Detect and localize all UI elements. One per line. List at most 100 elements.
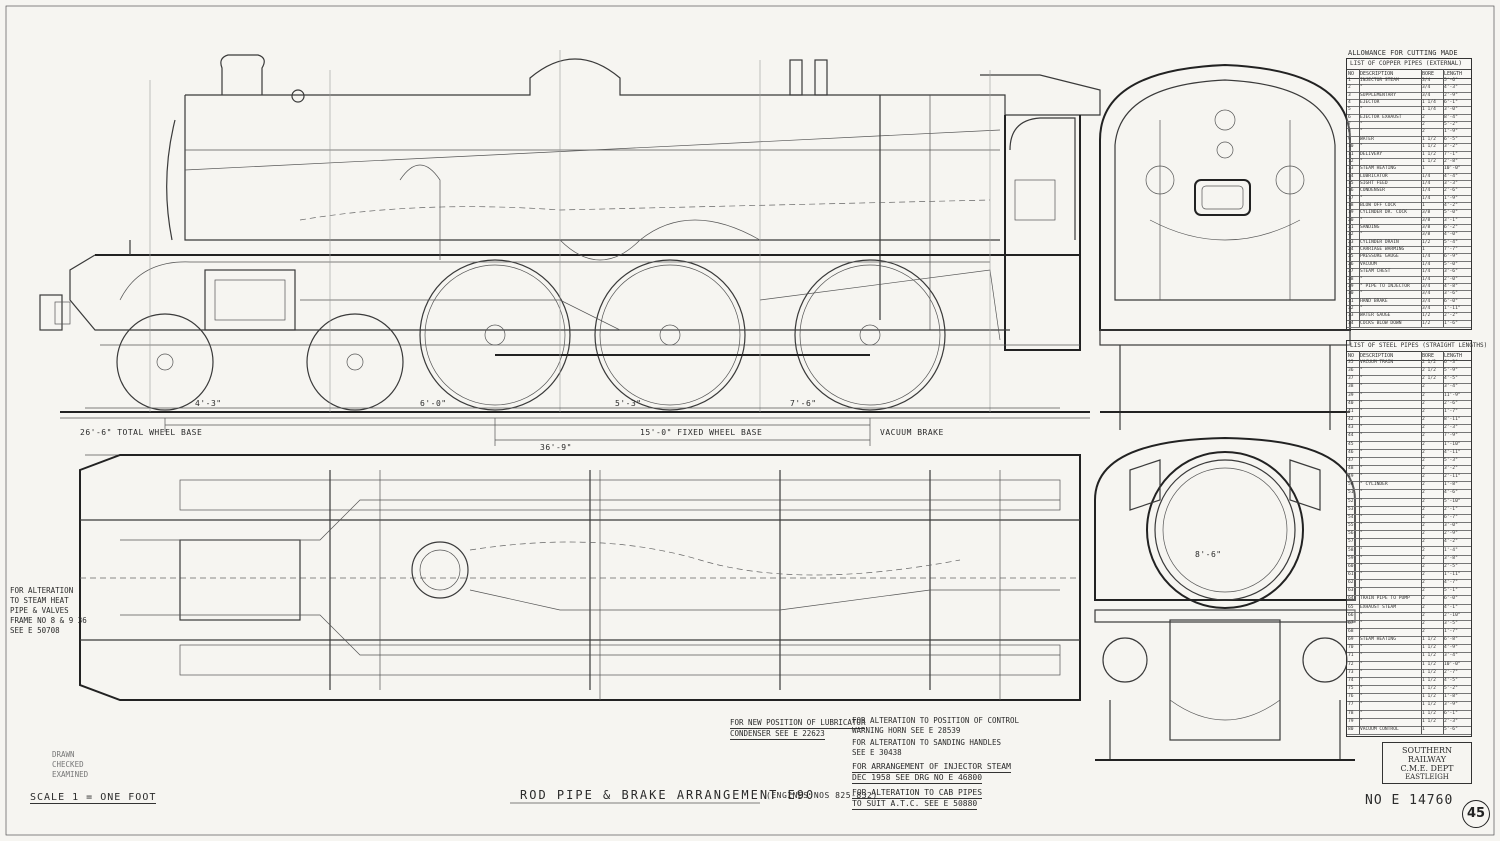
table-cell: 1 1/2 xyxy=(1422,661,1436,667)
table-cell: 35 xyxy=(1348,360,1354,365)
table-cell: 10'-0" xyxy=(1444,166,1461,172)
table-cell: 2 xyxy=(1422,571,1425,577)
table-cell: " xyxy=(1360,85,1363,91)
table-cell: 2'-1" xyxy=(1444,506,1458,512)
table-cell: 2 xyxy=(1422,620,1425,626)
table-cell: 2 1/2 xyxy=(1422,360,1436,365)
drawing-engines: (ENGINES Nos 825-832) xyxy=(766,791,878,800)
table-cell: 6'-3" xyxy=(1444,360,1458,365)
table-cell: " xyxy=(1360,376,1363,382)
table-cell: 4'-2" xyxy=(1444,539,1458,545)
table-cell: 2 xyxy=(1422,114,1425,120)
table-cell: " xyxy=(1360,158,1363,164)
table-cell: 1 1/2 xyxy=(1422,686,1436,692)
table-column-divider xyxy=(1421,69,1422,327)
table-cell: 1'-9" xyxy=(1444,129,1458,135)
table-cell: " xyxy=(1360,555,1363,561)
table-header-row: NoDESCRIPTIONBORELENGTH xyxy=(1347,351,1471,361)
table-cell: 2'-6" xyxy=(1444,400,1458,406)
table-cell: " xyxy=(1360,305,1363,311)
table-cell: 2 xyxy=(1422,392,1425,398)
table-cell: " xyxy=(1360,408,1363,414)
table-cell: CYLINDER DR. COCK xyxy=(1360,210,1408,216)
table-cell: 4'-9" xyxy=(1444,645,1458,651)
table-cell: 1/4 xyxy=(1422,254,1431,260)
table-cell: " xyxy=(1360,217,1363,223)
table-cell: 1 1/2 xyxy=(1422,151,1436,157)
table-cell: 33 xyxy=(1348,313,1354,319)
table-cell: 79 xyxy=(1348,718,1354,724)
table-cell: EJECTOR EXHAUST xyxy=(1360,114,1402,120)
note-atc: FOR ALTERATION TO CAB PIPES TO SUIT A.T.… xyxy=(852,788,983,810)
table-cell: " xyxy=(1360,571,1363,577)
table-header-cell: LENGTH xyxy=(1444,353,1463,359)
table-cell: 1/2 xyxy=(1422,239,1431,245)
table-cell: 8'-4" xyxy=(1444,114,1458,120)
table-cell: 7'-7" xyxy=(1444,247,1458,253)
table-cell: 4'-5" xyxy=(1444,677,1458,683)
table-cell: 1/2 xyxy=(1422,313,1431,319)
table-cell: 2 1/2 xyxy=(1422,368,1436,374)
table-cell: 2'-8" xyxy=(1444,158,1458,164)
table-cell: 3 xyxy=(1348,92,1351,98)
table-cell: 1 1/2 xyxy=(1422,144,1436,150)
table-cell: 3'-9" xyxy=(1444,702,1458,708)
table-cell: 6'-0" xyxy=(1444,298,1458,304)
table-cell: TRAIN PIPE TO PUMP xyxy=(1360,596,1410,602)
table-cell: " xyxy=(1360,563,1363,569)
table-cell: 1 1/2 xyxy=(1422,718,1436,724)
note-steam-heat: FOR ALTERATION TO STEAM HEAT PIPE & VALV… xyxy=(10,586,87,635)
table-cell: 18 xyxy=(1348,203,1354,208)
table-cell: 1'-11" xyxy=(1444,571,1461,577)
table-cell: 3/4 xyxy=(1422,78,1431,83)
table-cell: 75 xyxy=(1348,686,1354,692)
table-cell: 2 xyxy=(1422,612,1425,618)
table-cell: BLOW OFF COCK xyxy=(1360,203,1396,208)
table-cell: 2 xyxy=(1422,523,1425,529)
table-cell: 8'-11" xyxy=(1444,417,1461,423)
table-cell: 7 xyxy=(1348,122,1351,128)
table-header-cell: No xyxy=(1348,71,1355,77)
table-cell: " xyxy=(1360,702,1363,708)
table-cell: 1 1/2 xyxy=(1422,702,1436,708)
table-cell: " xyxy=(1360,629,1363,635)
table-cell: 2 xyxy=(1422,547,1425,553)
table-cell: 1'-8" xyxy=(1444,482,1458,488)
table-cell: 1 1/4 xyxy=(1422,107,1436,113)
table-cell: 11 xyxy=(1348,151,1354,157)
table-cell: 1'-11" xyxy=(1444,305,1461,311)
table-column-divider xyxy=(1359,69,1360,327)
table-column-divider xyxy=(1421,351,1422,734)
table-cell: 2 xyxy=(1422,531,1425,537)
table-cell: SANDING xyxy=(1360,225,1380,231)
table-cell: 8 xyxy=(1348,129,1351,135)
table-cell: 46 xyxy=(1348,449,1354,455)
side-elevation xyxy=(39,50,1101,419)
table-cell: 1 xyxy=(1422,203,1425,208)
table-cell: " xyxy=(1360,144,1363,150)
table-cell: 10 xyxy=(1348,144,1354,150)
drawing-number: No E 14760 xyxy=(1365,793,1454,808)
table-header-row: NoDESCRIPTIONBORELENGTH xyxy=(1347,69,1471,79)
table-cell: 64 xyxy=(1348,596,1354,602)
table-header-cell: No xyxy=(1348,353,1355,359)
table-cell: 24 xyxy=(1348,247,1354,253)
